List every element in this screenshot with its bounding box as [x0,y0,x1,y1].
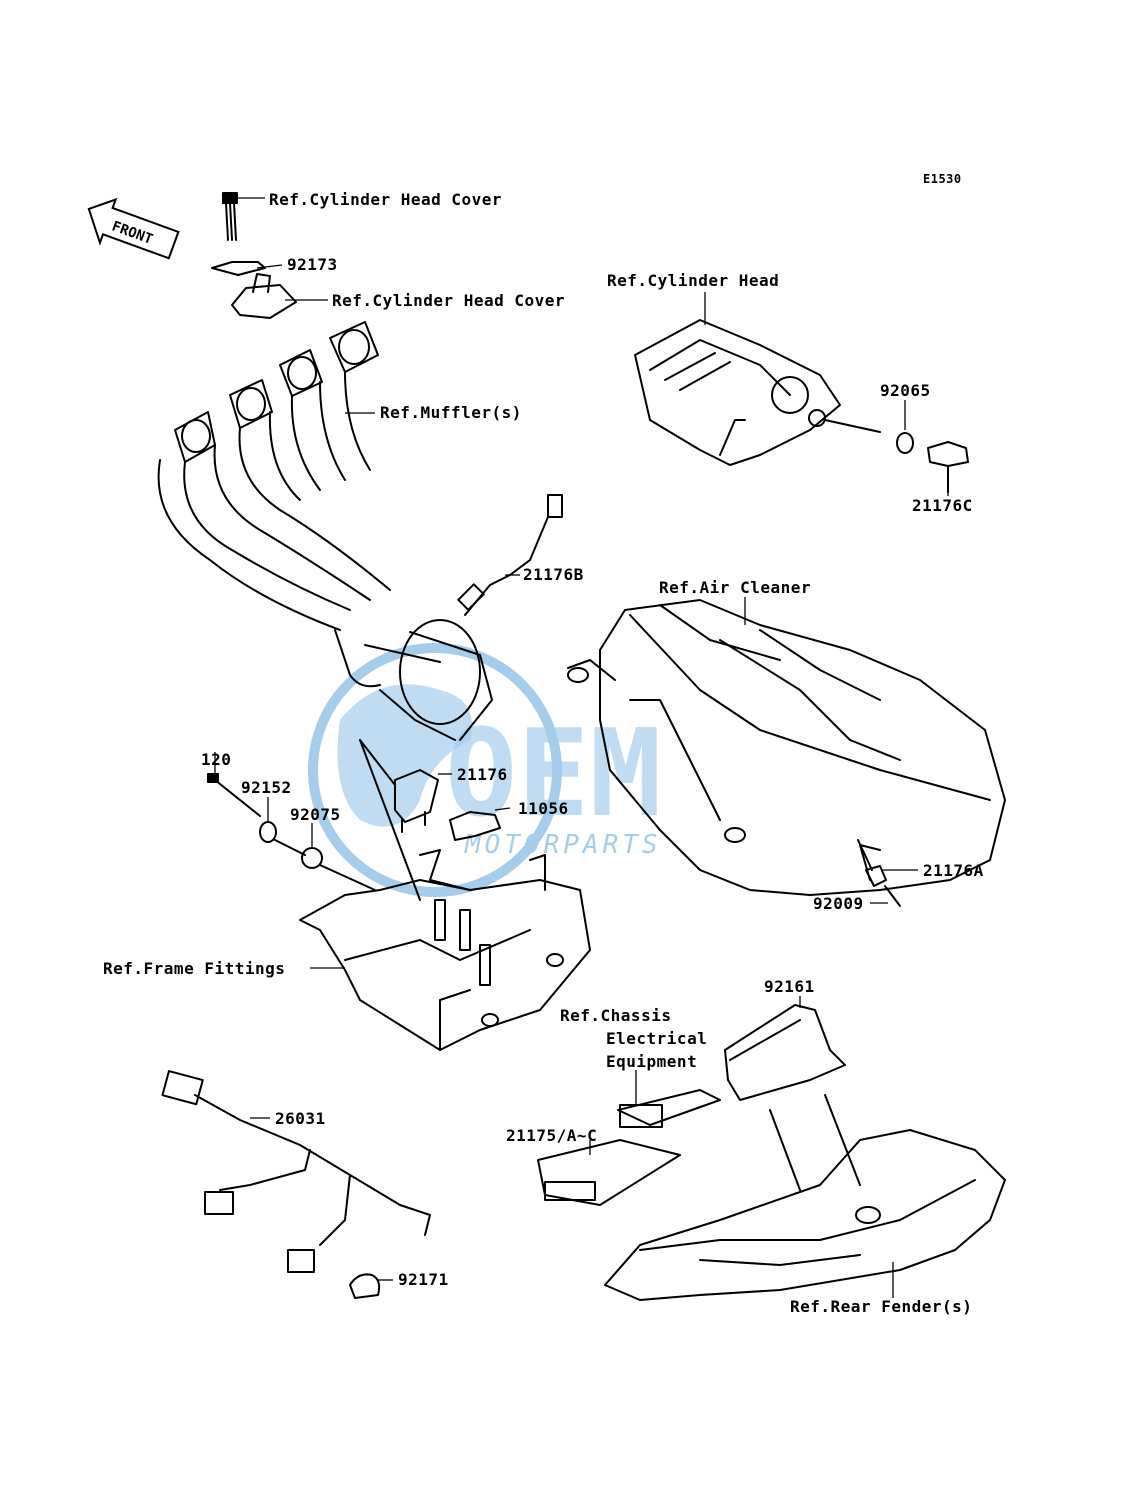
bracket-11056-part [449,811,501,841]
ecu-part [537,1139,681,1206]
o2-sensor-part [457,494,563,616]
label-92171[interactable]: 92171 [398,1270,449,1289]
label-ref-mufflers: Ref.Muffler(s) [380,403,522,422]
label-ref-chassis: Ref.Chassis [560,1006,672,1025]
label-92173[interactable]: 92173 [287,255,338,274]
label-ref-frame-fittings: Ref.Frame Fittings [103,959,286,978]
label-26031[interactable]: 26031 [275,1109,326,1128]
label-21176[interactable]: 21176 [457,765,508,784]
label-92009[interactable]: 92009 [813,894,864,913]
clamp-part [349,1273,381,1299]
bolt-part [222,192,238,241]
bolt-120-part [207,773,261,817]
label-ref-chassis-equipment: Equipment [606,1052,698,1071]
wire-harness-part [161,1070,431,1273]
front-arrow-icon: FRONT [87,197,180,260]
collar-part [259,821,277,843]
cap-cover-part [231,273,297,319]
temp-sensor-part [927,441,969,493]
rear-fender-part [604,1094,1006,1301]
label-21176C[interactable]: 21176C [912,496,973,515]
label-11056[interactable]: 11056 [518,799,569,818]
label-ref-cylinder-head-cover-top: Ref.Cylinder Head Cover [269,190,503,209]
bracket-92161-part [724,1004,846,1101]
label-92161[interactable]: 92161 [764,977,815,996]
frame-tray-part [299,849,591,1051]
label-21176A[interactable]: 21176A [923,861,984,880]
pressure-sensor-part [857,839,901,907]
washer-part [896,432,914,454]
label-92065[interactable]: 92065 [880,381,931,400]
watermark-logo: OEM MOTORPARTS [308,643,662,897]
label-ref-cylinder-head: Ref.Cylinder Head [607,271,780,290]
watermark-sub: MOTORPARTS [464,830,662,860]
connector-part [617,1089,721,1128]
label-92152[interactable]: 92152 [241,778,292,797]
label-ref-chassis-electrical: Electrical [606,1029,708,1048]
diagram-code: E1530 [923,172,962,186]
label-21175[interactable]: 21175/A~C [506,1126,598,1145]
label-ref-air-cleaner: Ref.Air Cleaner [659,578,811,597]
label-120[interactable]: 120 [201,750,232,769]
watermark-brand: OEM [445,705,662,844]
label-ref-rear-fender: Ref.Rear Fender(s) [790,1297,973,1316]
sensor-21176-part [394,769,439,833]
label-21176B[interactable]: 21176B [523,565,584,584]
label-ref-cylinder-head-cover: Ref.Cylinder Head Cover [332,291,566,310]
exhaust-header-part [157,321,493,741]
label-92075[interactable]: 92075 [290,805,341,824]
bracket-part [211,261,266,276]
cylinder-head-part [634,319,881,466]
